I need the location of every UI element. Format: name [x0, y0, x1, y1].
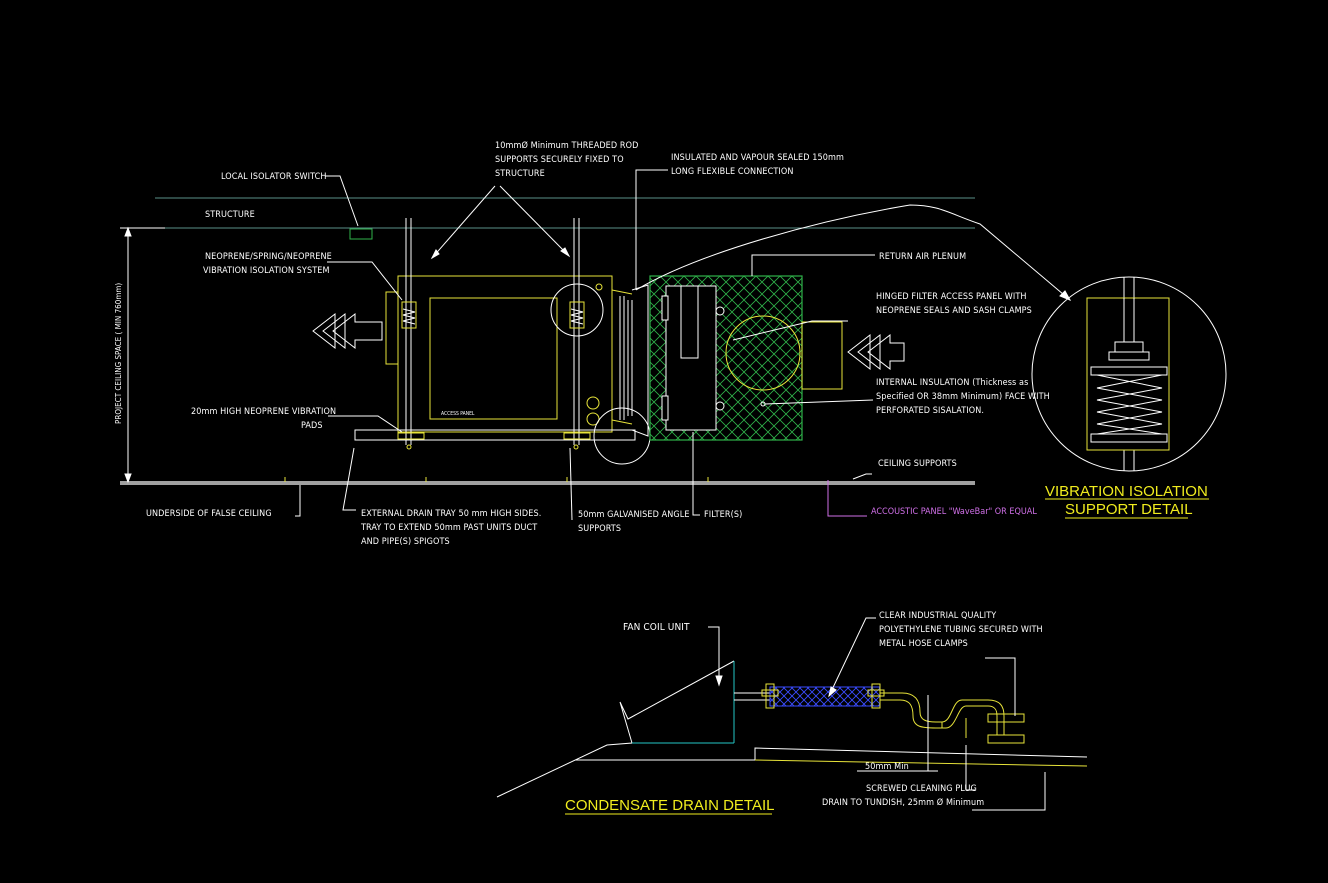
spring-isolator-left [401, 301, 417, 329]
acoustic-leader [827, 480, 867, 517]
vibration-isolation-detail [1031, 276, 1227, 472]
condensate-leaders [708, 617, 1046, 811]
filters-label: FILTER(S) [704, 510, 742, 520]
ceiling-space-label: PROJECT CEILING SPACE ( MIN 760mm) [114, 283, 123, 424]
access-panel-label: ACCESS PANEL [441, 411, 475, 417]
tubing-label-3: METAL HOSE CLAMPS [879, 639, 968, 649]
flexible-connection-label-1: INSULATED AND VAPOUR SEALED 150mm [671, 153, 844, 163]
ceiling-supports-label: CEILING SUPPORTS [878, 459, 957, 469]
fan-coil-unit-label: FAN COIL UNIT [623, 622, 690, 633]
vibration-detail-title-1: VIBRATION ISOLATION [1045, 483, 1208, 500]
threaded-rods [405, 218, 580, 445]
drain-tray [354, 429, 636, 441]
galvanised-supports-label-2: SUPPORTS [578, 524, 621, 534]
condensate-drain-detail [496, 660, 1088, 798]
fifty-mm-min-label: 50mm Min [865, 762, 909, 772]
neoprene-label-1: NEOPRENE/SPRING/NEOPRENE [205, 252, 332, 262]
flexible-connection-label-2: LONG FLEXIBLE CONNECTION [671, 167, 794, 177]
drain-tray-label-3: AND PIPE(S) SPIGOTS [361, 537, 450, 547]
vibration-pads [397, 432, 591, 450]
local-isolator-switch-label: LOCAL ISOLATOR SWITCH [221, 172, 327, 182]
spring-isolator-right [569, 301, 585, 329]
ceiling-space-dimension [120, 226, 165, 484]
hinged-panel-label-1: HINGED FILTER ACCESS PANEL WITH [876, 292, 1027, 302]
supply-air-arrow [312, 312, 383, 350]
vibration-pads-label-1: 20mm HIGH NEOPRENE VIBRATION [191, 407, 336, 417]
drain-tray-label-1: EXTERNAL DRAIN TRAY 50 mm HIGH SIDES. [361, 509, 541, 519]
ceiling-marks [284, 477, 709, 482]
return-air-plenum [649, 275, 843, 441]
unit-fittings [586, 283, 603, 426]
vibration-detail-title-2: SUPPORT DETAIL [1065, 501, 1193, 518]
local-isolator-switch-box [349, 228, 373, 240]
tubing-label-2: POLYETHYLENE TUBING SECURED WITH [879, 625, 1043, 635]
drain-tray-label-2: TRAY TO EXTEND 50mm PAST UNITS DUCT [360, 523, 537, 533]
internal-insulation-label-2: Specified OR 38mm Minimum) FACE WITH [876, 392, 1050, 402]
isolator-detail-callout-circle [550, 283, 604, 337]
tubing-label-1: CLEAR INDUSTRIAL QUALITY [879, 611, 996, 621]
threaded-rod-label-2: SUPPORTS SECURELY FIXED TO [495, 155, 624, 165]
condensate-detail-title: CONDENSATE DRAIN DETAIL [565, 797, 774, 814]
threaded-rod-label-1: 10mmØ Minimum THREADED ROD [495, 140, 638, 151]
false-ceiling [120, 481, 975, 485]
drain-to-tundish-label: DRAIN TO TUNDISH, 25mm Ø Minimum [822, 797, 984, 808]
return-air-arrow [847, 333, 905, 371]
return-air-plenum-label: RETURN AIR PLENUM [879, 252, 966, 262]
drain-pipe-circle [593, 407, 651, 465]
hinged-panel-label-2: NEOPRENE SEALS AND SASH CLAMPS [876, 306, 1032, 316]
acoustic-panel-label: ACCOUSTIC PANEL "WaveBar" OR EQUAL [871, 507, 1037, 517]
vibration-pads-label-2: PADS [301, 421, 323, 431]
internal-insulation-label-3: PERFORATED SISALATION. [876, 406, 984, 416]
structure-lines [155, 197, 975, 229]
neoprene-label-2: VIBRATION ISOLATION SYSTEM [203, 266, 330, 276]
galvanised-supports-label-1: 50mm GALVANISED ANGLE [578, 510, 690, 520]
structure-label: STRUCTURE [205, 210, 255, 220]
underside-false-ceiling-label: UNDERSIDE OF FALSE CEILING [146, 509, 272, 519]
fan-coil-unit [385, 275, 633, 433]
screwed-cleaning-plug-label: SCREWED CLEANING PLUG [866, 784, 977, 794]
leader-lines [295, 169, 1072, 521]
internal-insulation-label-1: INTERNAL INSULATION (Thickness as [876, 378, 1028, 388]
flexible-connection [619, 284, 649, 437]
threaded-rod-label-3: STRUCTURE [495, 169, 545, 179]
